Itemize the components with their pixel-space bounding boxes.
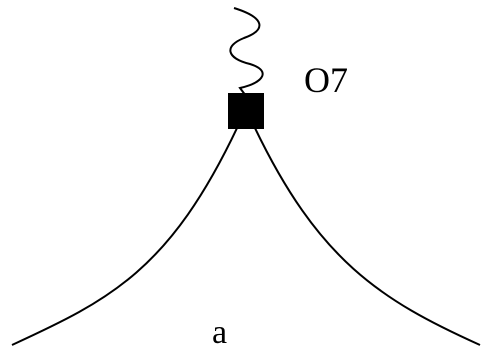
right-curve [253, 125, 481, 346]
wavy-line [229, 7, 264, 97]
left-curve [11, 125, 239, 346]
bottom-label: a [212, 314, 228, 351]
vertex-label: O7 [304, 60, 348, 100]
square-vertex [228, 93, 264, 129]
